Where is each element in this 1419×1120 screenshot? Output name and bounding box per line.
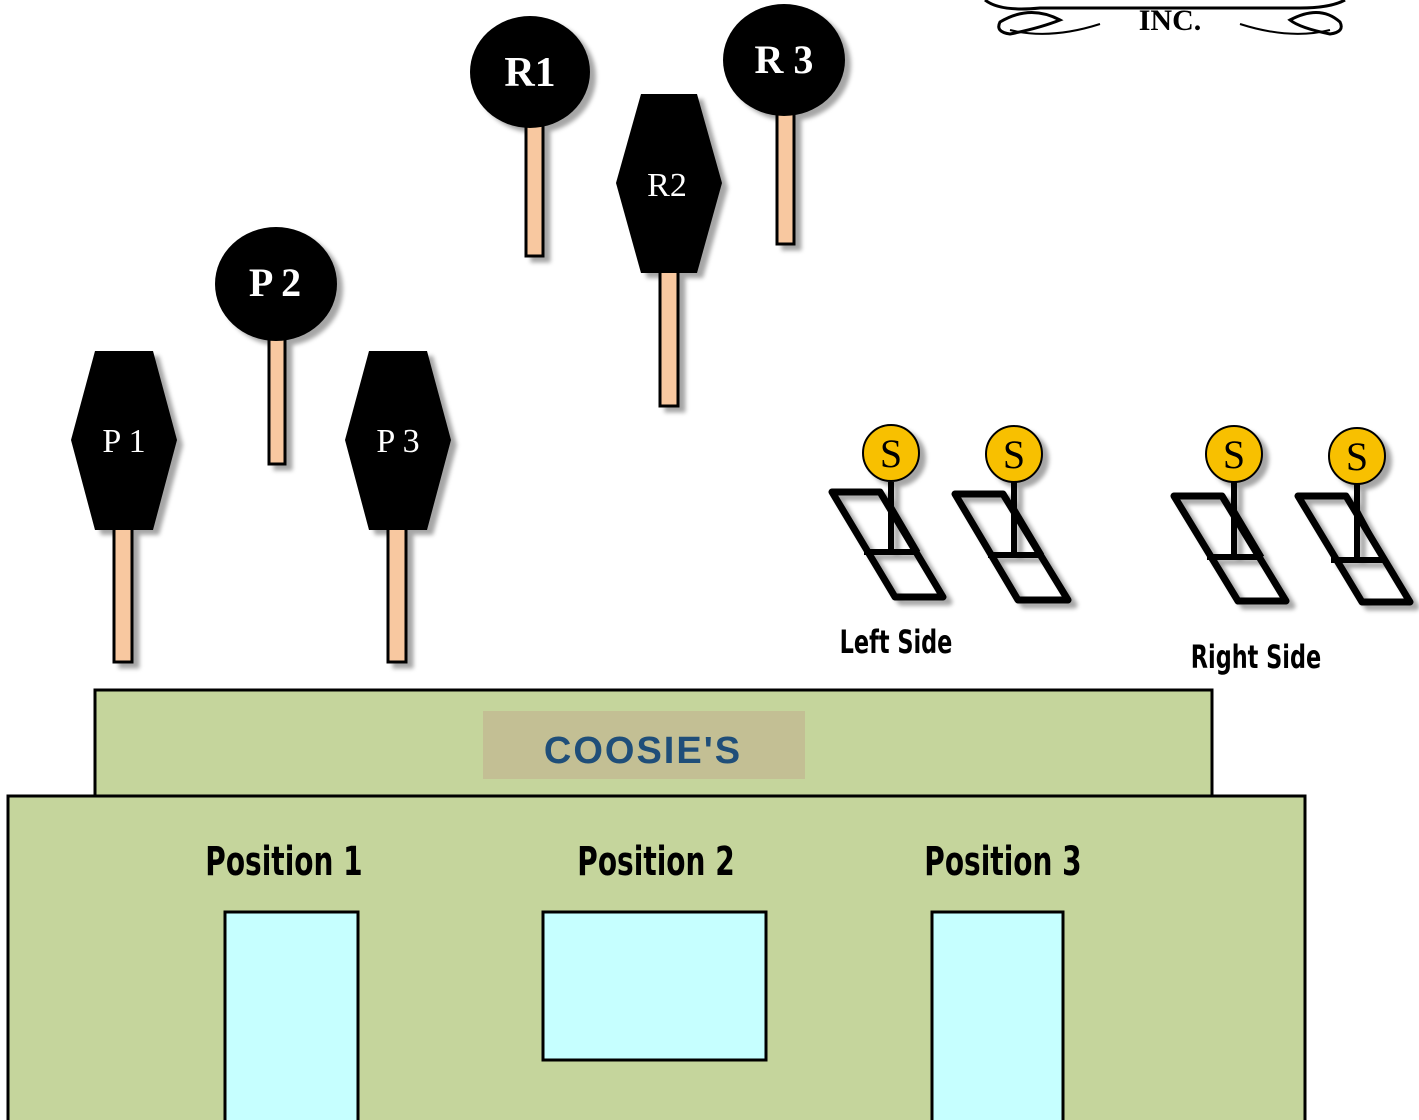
association-logo: INC. [984, 0, 1346, 37]
steel-plate-right-1-label: S [1223, 432, 1245, 477]
position-2-label: Position 2 [577, 839, 734, 885]
steel-plate-right-2 [1294, 427, 1414, 606]
position-1-window [223, 910, 360, 1120]
position-2-window [541, 910, 768, 1062]
position-1-label: Position 1 [205, 839, 362, 885]
target-p2-label: P 2 [249, 260, 301, 305]
target-r2-label: R2 [647, 167, 687, 204]
target-r1-label: R1 [504, 50, 555, 96]
steel-plate-left-2-label: S [1003, 432, 1025, 477]
target-p1-label: P 1 [102, 423, 145, 460]
target-r2 [616, 94, 722, 408]
position-3-label: Position 3 [924, 839, 1081, 885]
left-side-label: Left Side [840, 623, 953, 661]
steel-plate-left-2 [951, 425, 1072, 604]
target-p3 [345, 351, 451, 664]
target-p1 [71, 351, 177, 664]
steel-plate-right-2-label: S [1346, 434, 1368, 479]
target-p3-label: P 3 [376, 423, 419, 460]
position-3-window [930, 910, 1065, 1120]
target-r3 [723, 4, 845, 246]
target-r1 [470, 16, 590, 258]
target-r3-label: R 3 [755, 37, 814, 82]
steel-plate-right-1 [1170, 425, 1290, 605]
steel-plate-left-1 [828, 424, 947, 601]
sign-text: COOSIE'S [544, 730, 742, 772]
sign-board [483, 711, 805, 779]
right-side-label: Right Side [1191, 638, 1321, 676]
target-p2 [215, 227, 337, 466]
logo-inc-text: INC. [1139, 4, 1202, 37]
steel-plate-left-1-label: S [880, 431, 902, 476]
